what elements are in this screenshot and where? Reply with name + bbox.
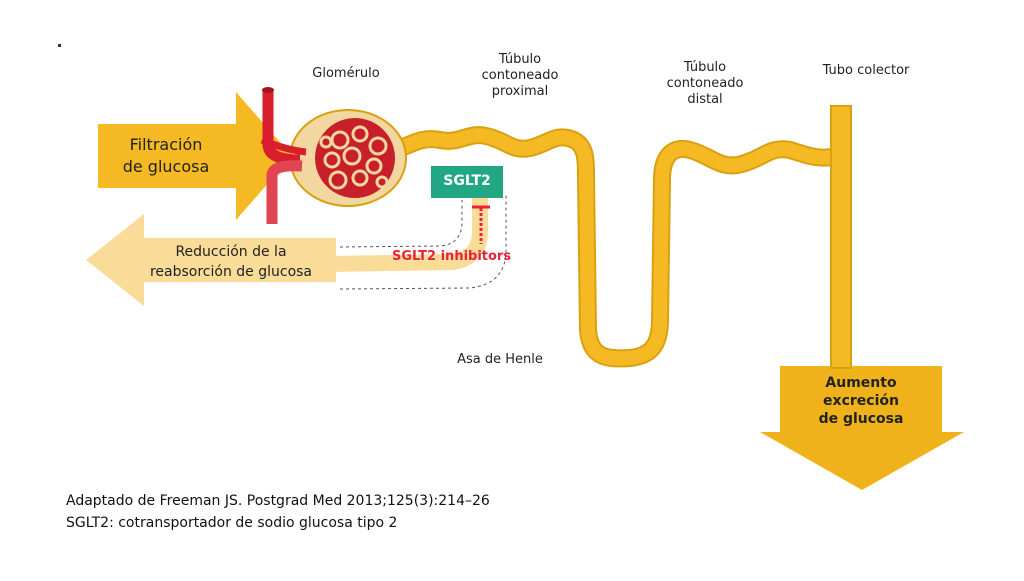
- collecting-duct: [830, 105, 852, 369]
- dashed-line-upper: [339, 200, 463, 248]
- excretion-text: Aumento excreción de glucosa: [818, 375, 904, 427]
- sglt2-inhibitors-label: SGLT2 inhibitors: [392, 249, 512, 264]
- caption-source: Adaptado de Freeman JS. Postgrad Med 201…: [66, 493, 490, 509]
- caption-definition: SGLT2: cotransportador de sodio glucosa …: [66, 515, 398, 531]
- dashed-line-lower: [339, 194, 507, 290]
- excretion-arrow: [760, 366, 964, 490]
- reduction-text: Reducción de la reabsorción de glucosa: [149, 244, 313, 280]
- filtration-arrow: [98, 92, 292, 220]
- filtration-text: Filtración de glucosa: [122, 135, 210, 176]
- label-asa-henle: Asa de Henle: [457, 352, 543, 367]
- efferent-vessel: [266, 160, 303, 224]
- inhibitor-symbol: [472, 205, 490, 244]
- label-glomerulo: Glomérulo: [312, 66, 380, 81]
- label-tubo-colector: Tubo colector: [822, 63, 910, 78]
- sglt2-box: [431, 166, 503, 198]
- tubule: [386, 105, 852, 369]
- reabsorption-path: [322, 192, 488, 272]
- label-tubulo-distal: Túbulo contoneado distal: [666, 60, 744, 107]
- tubule-body: [388, 128, 847, 366]
- corner-dot: [58, 44, 61, 47]
- label-tubulo-proximal: Túbulo contoneado proximal: [481, 52, 559, 99]
- sglt2-label: SGLT2: [443, 173, 491, 189]
- reduction-arrow: [86, 214, 336, 306]
- glomerulus: [260, 87, 407, 224]
